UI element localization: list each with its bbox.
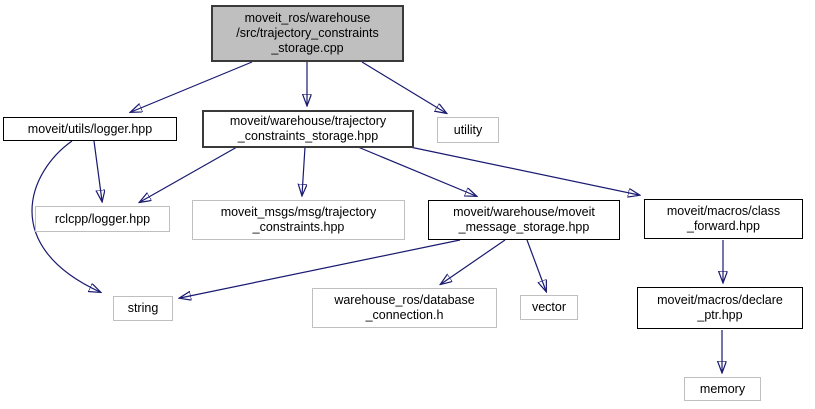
edge-cpp-to-utils-logger xyxy=(131,61,253,112)
node-class-forward-hpp[interactable]: moveit/macros/class _forward.hpp xyxy=(644,199,803,239)
edge-traj-storage-to-rclcpp-logger xyxy=(140,146,238,202)
node-trajectory-constraints-storage-cpp: moveit_ros/warehouse /src/trajectory_con… xyxy=(211,5,404,62)
edge-traj-storage-to-class-forward xyxy=(409,146,639,195)
node-string: string xyxy=(113,296,173,321)
node-declare-ptr-hpp[interactable]: moveit/macros/declare _ptr.hpp xyxy=(637,287,803,329)
edge-msg-storage-to-vector xyxy=(526,239,546,291)
node-moveit-msgs-trajectory-constraints-hpp: moveit_msgs/msg/trajectory _constraints.… xyxy=(192,200,405,240)
node-trajectory-constraints-storage-hpp[interactable]: moveit/warehouse/trajectory _constraints… xyxy=(202,110,414,148)
edge-traj-storage-to-msg-storage xyxy=(357,146,476,196)
node-utility: utility xyxy=(437,117,499,143)
node-moveit-utils-logger-hpp[interactable]: moveit/utils/logger.hpp xyxy=(3,117,177,141)
edge-utils-logger-to-string xyxy=(31,140,100,292)
edge-utils-logger-to-rclcpp-logger xyxy=(93,140,102,201)
edge-msg-storage-to-string xyxy=(180,239,461,298)
node-moveit-message-storage-hpp[interactable]: moveit/warehouse/moveit _message_storage… xyxy=(428,200,620,240)
edge-cpp-to-utility xyxy=(361,61,446,113)
node-warehouse-ros-database-connection-h: warehouse_ros/database _connection.h xyxy=(312,288,497,328)
edge-msg-storage-to-db-connection xyxy=(441,239,506,284)
node-rclcpp-logger-hpp: rclcpp/logger.hpp xyxy=(35,206,170,232)
node-memory: memory xyxy=(684,377,761,401)
edge-traj-storage-to-msgs-traj xyxy=(302,146,305,195)
node-vector: vector xyxy=(520,295,578,320)
